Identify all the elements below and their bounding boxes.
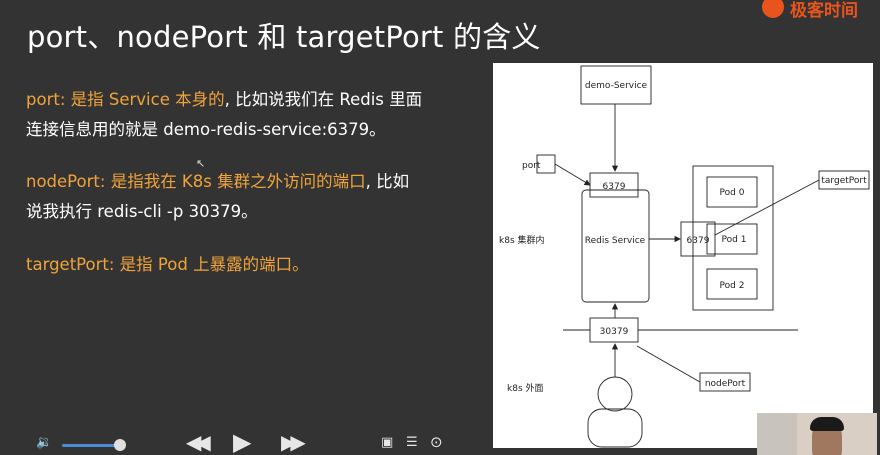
user-body-icon: [587, 408, 643, 448]
brand-logo: 极客时间: [760, 0, 880, 21]
service-port-box: [589, 172, 639, 198]
port-definition-rest: , 比如说我们在 Redis 里面: [224, 90, 423, 109]
pod2-label: Pod 2: [720, 281, 745, 291]
nodeport-definition: nodePort: 是指我在 K8s 集群之外访问的端口: [26, 172, 366, 191]
service-port-label: 6379: [603, 182, 626, 192]
pod1-box: [706, 223, 758, 255]
node-port-box: [589, 317, 639, 343]
redis-service-label: Redis Service: [585, 236, 646, 246]
targetport-description: targetPort: 是指 Pod 上暴露的端口。: [26, 250, 309, 280]
volume-icon[interactable]: 🔉: [36, 435, 53, 450]
outside-cluster-label: k8s 外面: [507, 382, 544, 394]
demo-service-box: [580, 65, 652, 105]
presenter-webcam: [757, 413, 877, 455]
port-description: port: 是指 Service 本身的, 比如说我们在 Redis 里面 连接…: [26, 85, 422, 145]
port-diagram: demo-Service port 6379 Redis Service k8s…: [493, 63, 873, 448]
notes-icon[interactable]: ☰: [406, 435, 418, 450]
volume-slider[interactable]: [62, 444, 120, 447]
targetport-definition: targetPort: 是指 Pod 上暴露的端口。: [26, 255, 309, 274]
targetport-label: targetPort: [821, 176, 867, 186]
more-icon[interactable]: ⊙: [430, 433, 443, 451]
in-cluster-label: k8s 集群内: [499, 234, 545, 246]
brand-logo-text: 极客时间: [790, 1, 858, 21]
nodeport-label: nodePort: [705, 379, 746, 389]
webcam-background: [757, 413, 797, 455]
pod1-label: Pod 1: [722, 235, 747, 245]
video-controls: 🔉 ◀◀ ▶ ▶▶ ▣ ☰ ⊙: [0, 427, 880, 455]
fast-forward-icon[interactable]: ▶▶: [281, 430, 306, 454]
nodeport-definition-line2: 说我执行 redis-cli -p 30379。: [26, 202, 258, 221]
nodeport-description: nodePort: 是指我在 K8s 集群之外访问的端口, 比如 说我执行 re…: [26, 167, 409, 227]
demo-service-label: demo-Service: [585, 81, 648, 91]
port-definition: port: 是指 Service 本身的: [26, 90, 225, 109]
rewind-icon[interactable]: ◀◀: [186, 430, 211, 454]
port-label: port: [522, 161, 541, 171]
target-port-label: 6379: [687, 236, 710, 246]
port-diagram-svg: demo-Service port 6379 Redis Service k8s…: [499, 65, 870, 448]
brand-logo-icon: [762, 0, 784, 18]
pod0-label: Pod 0: [720, 188, 745, 198]
pod0-box: [706, 176, 758, 208]
play-icon[interactable]: ▶: [233, 428, 252, 455]
nodeport-definition-rest: , 比如: [365, 172, 410, 191]
slide-title: port、nodePort 和 targetPort 的含义: [27, 20, 541, 54]
subtitle-icon[interactable]: ▣: [381, 435, 394, 450]
target-port-box: [680, 221, 716, 257]
node-port-label: 30379: [600, 327, 629, 337]
pod2-box: [706, 268, 758, 300]
port-definition-line2: 连接信息用的就是 demo-redis-service:6379。: [26, 120, 386, 139]
user-head-icon: [597, 376, 633, 412]
pod-group-box: [692, 165, 774, 311]
redis-service-box: [581, 189, 650, 303]
volume-slider-handle[interactable]: [113, 439, 126, 451]
mouse-cursor-icon: ↖: [196, 157, 206, 170]
presenter-hair: [810, 417, 844, 431]
